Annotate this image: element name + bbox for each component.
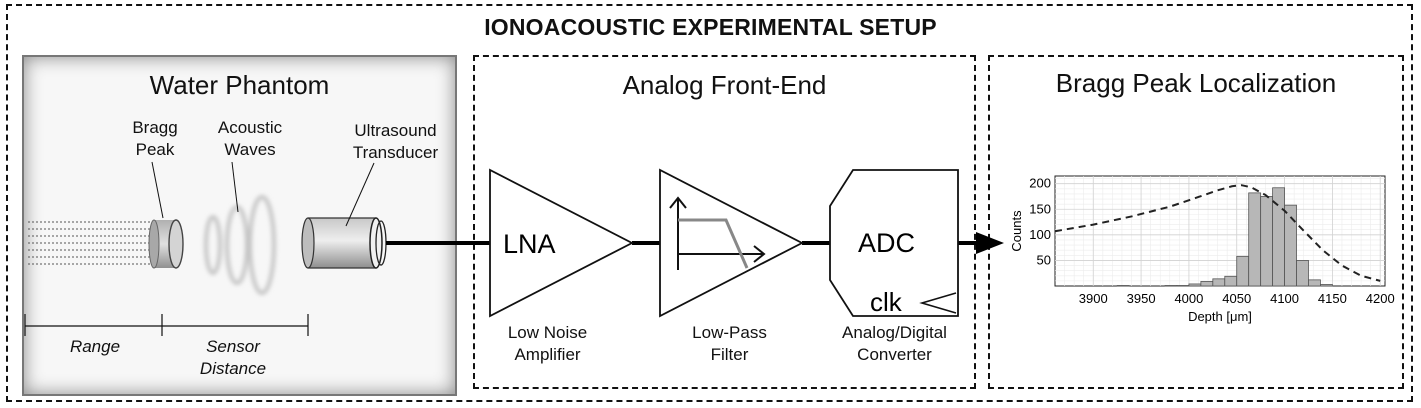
lna-caption-line2: Amplifier	[514, 345, 581, 364]
x-tick-label: 4100	[1270, 291, 1299, 306]
bragg-peak-label-line1: Bragg	[132, 118, 178, 137]
lpf-caption: Low-Pass Filter	[672, 322, 787, 366]
range-label: Range	[69, 337, 121, 356]
proton-beam	[28, 221, 160, 265]
gaussian-fit-curve	[1054, 184, 1381, 282]
acoustic-waves-label-line1: Acoustic	[217, 118, 283, 137]
acoustic-waves-label-line2: Waves	[224, 140, 276, 159]
lna-block	[489, 168, 634, 318]
x-tick-label: 4150	[1318, 291, 1347, 306]
plot-area	[1054, 175, 1386, 287]
x-tick-label: 4000	[1174, 291, 1203, 306]
range-bracket	[24, 314, 309, 336]
y-tick-label: 100	[1029, 227, 1051, 242]
x-tick-label: 4200	[1366, 291, 1395, 306]
histogram-bar	[1296, 260, 1309, 287]
localization-panel	[988, 55, 1404, 389]
histogram-bar	[1284, 204, 1297, 287]
lna-caption: Low Noise Amplifier	[490, 322, 605, 366]
histogram-bar	[1212, 278, 1226, 287]
output-arrow-icon	[976, 232, 1004, 254]
lpf-block	[659, 168, 804, 318]
chart-curve	[1054, 184, 1381, 282]
histogram-bar	[1164, 285, 1178, 287]
transducer-label-line1: Ultrasound	[354, 121, 437, 140]
histogram-bar	[1200, 280, 1214, 287]
lpf-caption-line1: Low-Pass	[692, 323, 767, 342]
transducer-label-line2: Transducer	[352, 143, 439, 162]
bragg-peak-label: Bragg Peak	[115, 117, 195, 161]
acoustic-waves-label: Acoustic Waves	[200, 117, 300, 161]
afe-title: Analog Front-End	[622, 70, 827, 100]
histogram-bar	[1308, 279, 1321, 287]
lna-text: LNA	[503, 229, 556, 259]
page-title: IONOACOUSTIC EXPERIMENTAL SETUP	[484, 14, 937, 40]
histogram-bar	[1176, 285, 1190, 287]
clk-triangle-icon	[919, 292, 957, 314]
water-phantom-title: Water Phantom	[149, 70, 330, 100]
acoustic-waves	[204, 195, 276, 295]
sensor-distance-line2: Distance	[199, 359, 267, 378]
lpf-caption-line2: Filter	[710, 345, 749, 364]
afe-panel	[473, 55, 976, 389]
lowpass-response-icon	[669, 196, 766, 270]
histogram-bar	[1116, 285, 1130, 287]
histogram-bar	[1188, 283, 1202, 287]
sensor-distance-line1: Sensor	[206, 337, 260, 356]
histogram-bar	[1236, 255, 1250, 287]
adc-text: ADC	[858, 228, 915, 258]
histogram-bar	[1224, 275, 1238, 287]
outer-frame	[6, 4, 1413, 402]
y-tick-label: 50	[1037, 252, 1051, 267]
ultrasound-transducer	[301, 217, 387, 269]
x-tick-label: 3900	[1079, 291, 1108, 306]
x-axis-label: Depth [μm]	[1188, 309, 1252, 324]
acoustic-waves-pointer	[231, 161, 239, 213]
bragg-peak-label-line2: Peak	[135, 140, 175, 159]
transducer-pointer	[345, 162, 375, 227]
y-axis-label: Counts	[1009, 210, 1024, 252]
clk-text: clk	[870, 287, 903, 317]
localization-title: Bragg Peak Localization	[1055, 68, 1337, 98]
chart-ticks: 3900 3950 4000 4050 4100 4150 4200 50 100 150 200	[1029, 176, 1394, 306]
transducer-label: Ultrasound Transducer	[338, 120, 453, 164]
x-tick-label: 3950	[1127, 291, 1156, 306]
x-tick-label: 4050	[1222, 291, 1251, 306]
adc-caption: Analog/Digital Converter	[832, 322, 957, 366]
chart-bars	[1116, 187, 1333, 287]
y-tick-label: 150	[1029, 201, 1051, 216]
histogram-bar	[1320, 284, 1333, 287]
adc-caption-line1: Analog/Digital	[842, 323, 947, 342]
bragg-peak-shape	[148, 219, 184, 269]
adc-caption-line2: Converter	[857, 345, 932, 364]
bragg-peak-pointer	[151, 161, 164, 219]
lna-caption-line1: Low Noise	[507, 323, 588, 342]
histogram-bar	[1260, 196, 1274, 287]
y-tick-label: 200	[1029, 176, 1051, 191]
histogram-bar	[1248, 192, 1262, 287]
sensor-distance-label: Sensor Distance	[183, 336, 283, 380]
adc-block	[829, 169, 959, 317]
